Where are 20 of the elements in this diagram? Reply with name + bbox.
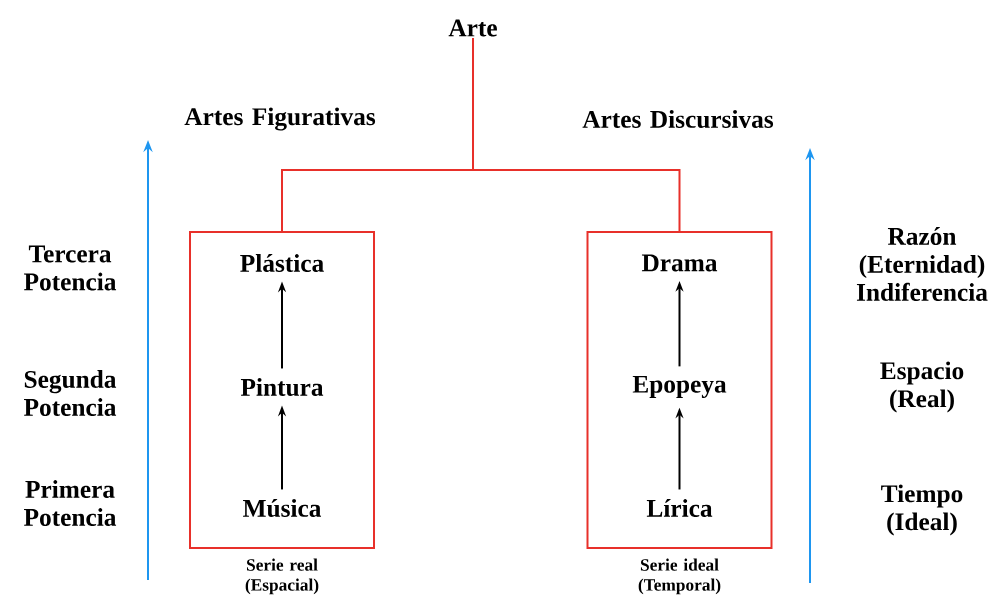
row-label: Artes Figurativas <box>184 107 376 131</box>
row-label: Tercera Potencia <box>24 245 117 291</box>
row-label: Primera Potencia <box>24 480 117 526</box>
node-label: Drama <box>641 254 718 272</box>
row-label: Segunda Potencia <box>24 370 117 416</box>
node-label: Música <box>243 499 321 517</box>
series-caption: Serie real (Espacial) <box>245 558 319 595</box>
row-label: Razón (Eternidad) Indiferencia <box>856 227 988 301</box>
node-label: Epopeya <box>632 375 727 398</box>
series-box <box>189 231 375 549</box>
row-label: Artes Discursivas <box>582 110 774 128</box>
row-label: Espacio (Real) <box>880 361 964 413</box>
connector <box>472 37 681 232</box>
node-label: Arte <box>448 19 497 37</box>
series-box <box>586 231 773 549</box>
node-label: Pintura <box>240 378 324 396</box>
node-label: Lírica <box>646 499 713 517</box>
series-caption: Serie ideal (Temporal) <box>638 558 721 595</box>
node-label: Plástica <box>240 254 324 272</box>
row-label: Tiempo (Ideal) <box>881 484 963 536</box>
